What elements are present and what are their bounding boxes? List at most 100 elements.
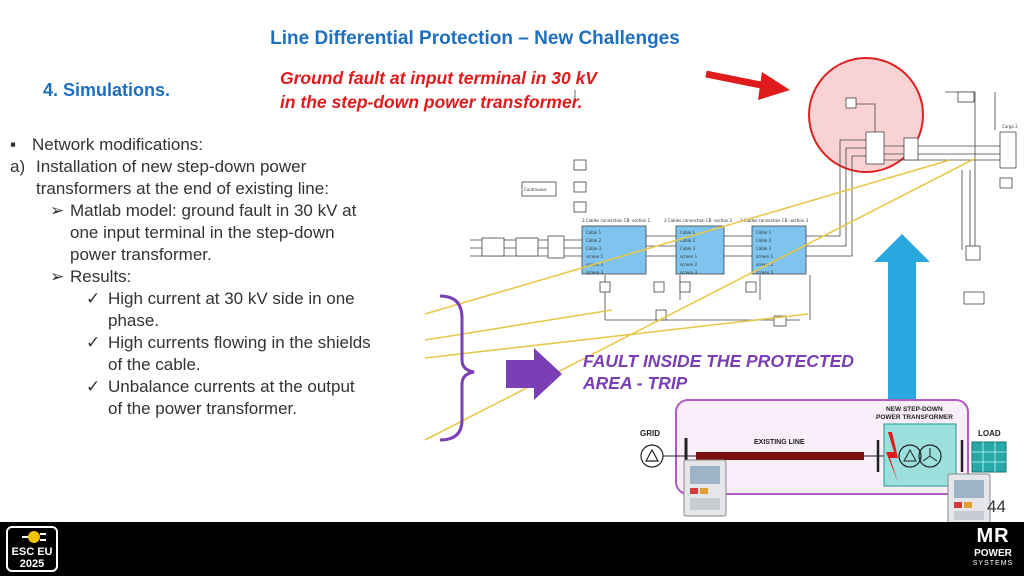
red-arrow-icon [705, 70, 790, 100]
bullet-row: power transformer. [10, 244, 470, 266]
transformer-label-1: NEW STEP-DOWN [886, 406, 943, 413]
cable-label: screen 1 [586, 254, 604, 259]
cable-label: screen 3 [756, 270, 774, 275]
delta-symbol-icon [644, 448, 660, 462]
fault-inside-label: FAULT INSIDE THE PROTECTED AREA - TRIP [583, 350, 854, 394]
relay-left-icon [683, 459, 727, 517]
slide-title: Line Differential Protection – New Chall… [270, 28, 680, 49]
bullet-text: Results: [70, 267, 132, 286]
scope-block [573, 159, 587, 171]
breaker-block [547, 235, 565, 259]
scope-block [573, 181, 587, 193]
bullet-marker: ➢ [50, 267, 65, 286]
bullet-text: of the power transformer. [108, 399, 297, 418]
cable-label: Cable 2 [586, 238, 602, 243]
ground-block [963, 291, 985, 305]
bullet-text: of the cable. [108, 355, 201, 374]
bullet-row: ✓High current at 30 kV side in one [10, 288, 470, 310]
scope-block [773, 315, 787, 327]
bullet-text: High currents flowing in the shields [108, 333, 371, 352]
powergui-block [521, 181, 557, 197]
switch-block [957, 91, 975, 103]
bullet-row: ✓ Unbalance currents at the output [10, 376, 470, 398]
cable-label: Cable 3 [586, 246, 602, 251]
measurement-block [599, 281, 611, 293]
scope-block [999, 177, 1013, 189]
carga-label: Carga 2 [1002, 124, 1018, 129]
fault-highlight-circle [808, 57, 924, 173]
source-block [481, 237, 505, 257]
existing-line [696, 452, 864, 460]
section-label: 3 Cables connection CB: section 1 [582, 218, 651, 223]
cable-label: Cable 1 [756, 230, 772, 235]
bullet-marker: a) [10, 157, 26, 176]
grid-label: GRID [640, 429, 660, 438]
breaker-block [903, 137, 919, 161]
bullet-row: phase. [10, 310, 470, 332]
bullet-row: ➢ Results: [10, 266, 470, 288]
mr-logo-text: MR [976, 525, 1010, 547]
bullet-row: transformers at the end of existing line… [10, 178, 470, 200]
cable-label: Cable 1 [680, 230, 696, 235]
bullet-text: power transformer. [70, 245, 212, 264]
switch-block [845, 97, 857, 109]
cable-label: Cable 1 [586, 230, 602, 235]
bullet-list: ▪ Network modifications: a) Installation o… [10, 134, 470, 420]
bullet-marker: ➢ [50, 201, 65, 220]
cable-label: screen 3 [680, 270, 698, 275]
cable-label: Cable 3 [680, 246, 696, 251]
simulation-diagram: 3 Cables connection CB: section 1 Cable … [424, 57, 1018, 522]
page-number: 44 [987, 497, 1006, 516]
scope-block [573, 201, 587, 213]
cable-section-1: 3 Cables connection CB: section 1 Cable … [581, 218, 651, 275]
bullet-text: transformers at the end of existing line… [36, 179, 329, 198]
footer-bar: ESC EU 2025 MR POWER SYSTEMS [0, 522, 1024, 576]
section-label: 3 Cables connection CB: section 3 [740, 218, 809, 223]
transformer-block [865, 131, 885, 165]
transformer-secondary-icon [918, 444, 942, 468]
fault-callout: Ground fault at input terminal in 30 kV … [280, 66, 597, 114]
scope-block [745, 281, 757, 293]
callout-line-2: in the step-down power transformer. [280, 92, 583, 112]
ground-block [965, 245, 981, 261]
line-impedance-block [515, 237, 539, 257]
bullet-text: Unbalance currents at the output [108, 377, 355, 396]
load-block [999, 131, 1017, 169]
purple-arrow-icon [506, 348, 562, 400]
fault-label-line-1: FAULT INSIDE THE PROTECTED [583, 351, 854, 371]
cable-label: screen 2 [756, 262, 774, 267]
bullet-text: Matlab model: ground fault in 30 kV at [70, 201, 357, 220]
mr-power-systems-logo: MR POWER SYSTEMS [966, 526, 1020, 572]
bullet-text: Network modifications: [32, 135, 204, 154]
check-icon: ✓ [86, 377, 101, 396]
bullet-text: High current at 30 kV side in one [108, 289, 355, 308]
cable-label: Cable 2 [756, 238, 772, 243]
esc-eu-logo: ESC EU 2025 [6, 526, 58, 572]
cyan-arrow-icon [874, 234, 930, 402]
mr-logo-systems: SYSTEMS [972, 560, 1014, 567]
bullet-marker: ▪ [10, 135, 17, 154]
grid-source-icon [640, 444, 664, 468]
one-line-diagram: GRID EXISTING LINE NEW STEP-DOWN POWER T… [640, 399, 1007, 495]
bullet-row: ▪ Network modifications: [10, 134, 470, 156]
bullet-row: ➢ Matlab model: ground fault in 30 kV at [10, 200, 470, 222]
plug-icon [22, 531, 46, 543]
bullet-text: Installation of new step-down power [36, 157, 307, 176]
mr-logo-power: POWER [974, 548, 1012, 559]
cable-section-3: 3 Cables connection CB: section 3 Cable … [740, 218, 809, 275]
section-heading: 4. Simulations. [43, 80, 171, 100]
bullet-row: one input terminal in the step-down [10, 222, 470, 244]
purple-brace [439, 294, 475, 442]
transformer-primary-icon [898, 444, 922, 468]
esc-eu-year: 2025 [19, 558, 45, 570]
bullet-row: of the cable. [10, 354, 470, 376]
existing-line-label: EXISTING LINE [754, 439, 805, 446]
cable-label: Cable 2 [680, 238, 696, 243]
yellow-pointer-lines [424, 157, 977, 441]
fault-label-line-2: AREA - TRIP [583, 373, 688, 393]
esc-eu-text: ESC EU [11, 546, 53, 558]
check-icon: ✓ [86, 333, 101, 352]
measurement-block [679, 281, 691, 293]
cable-label: screen 3 [586, 270, 604, 275]
bullet-text: phase. [108, 311, 160, 330]
